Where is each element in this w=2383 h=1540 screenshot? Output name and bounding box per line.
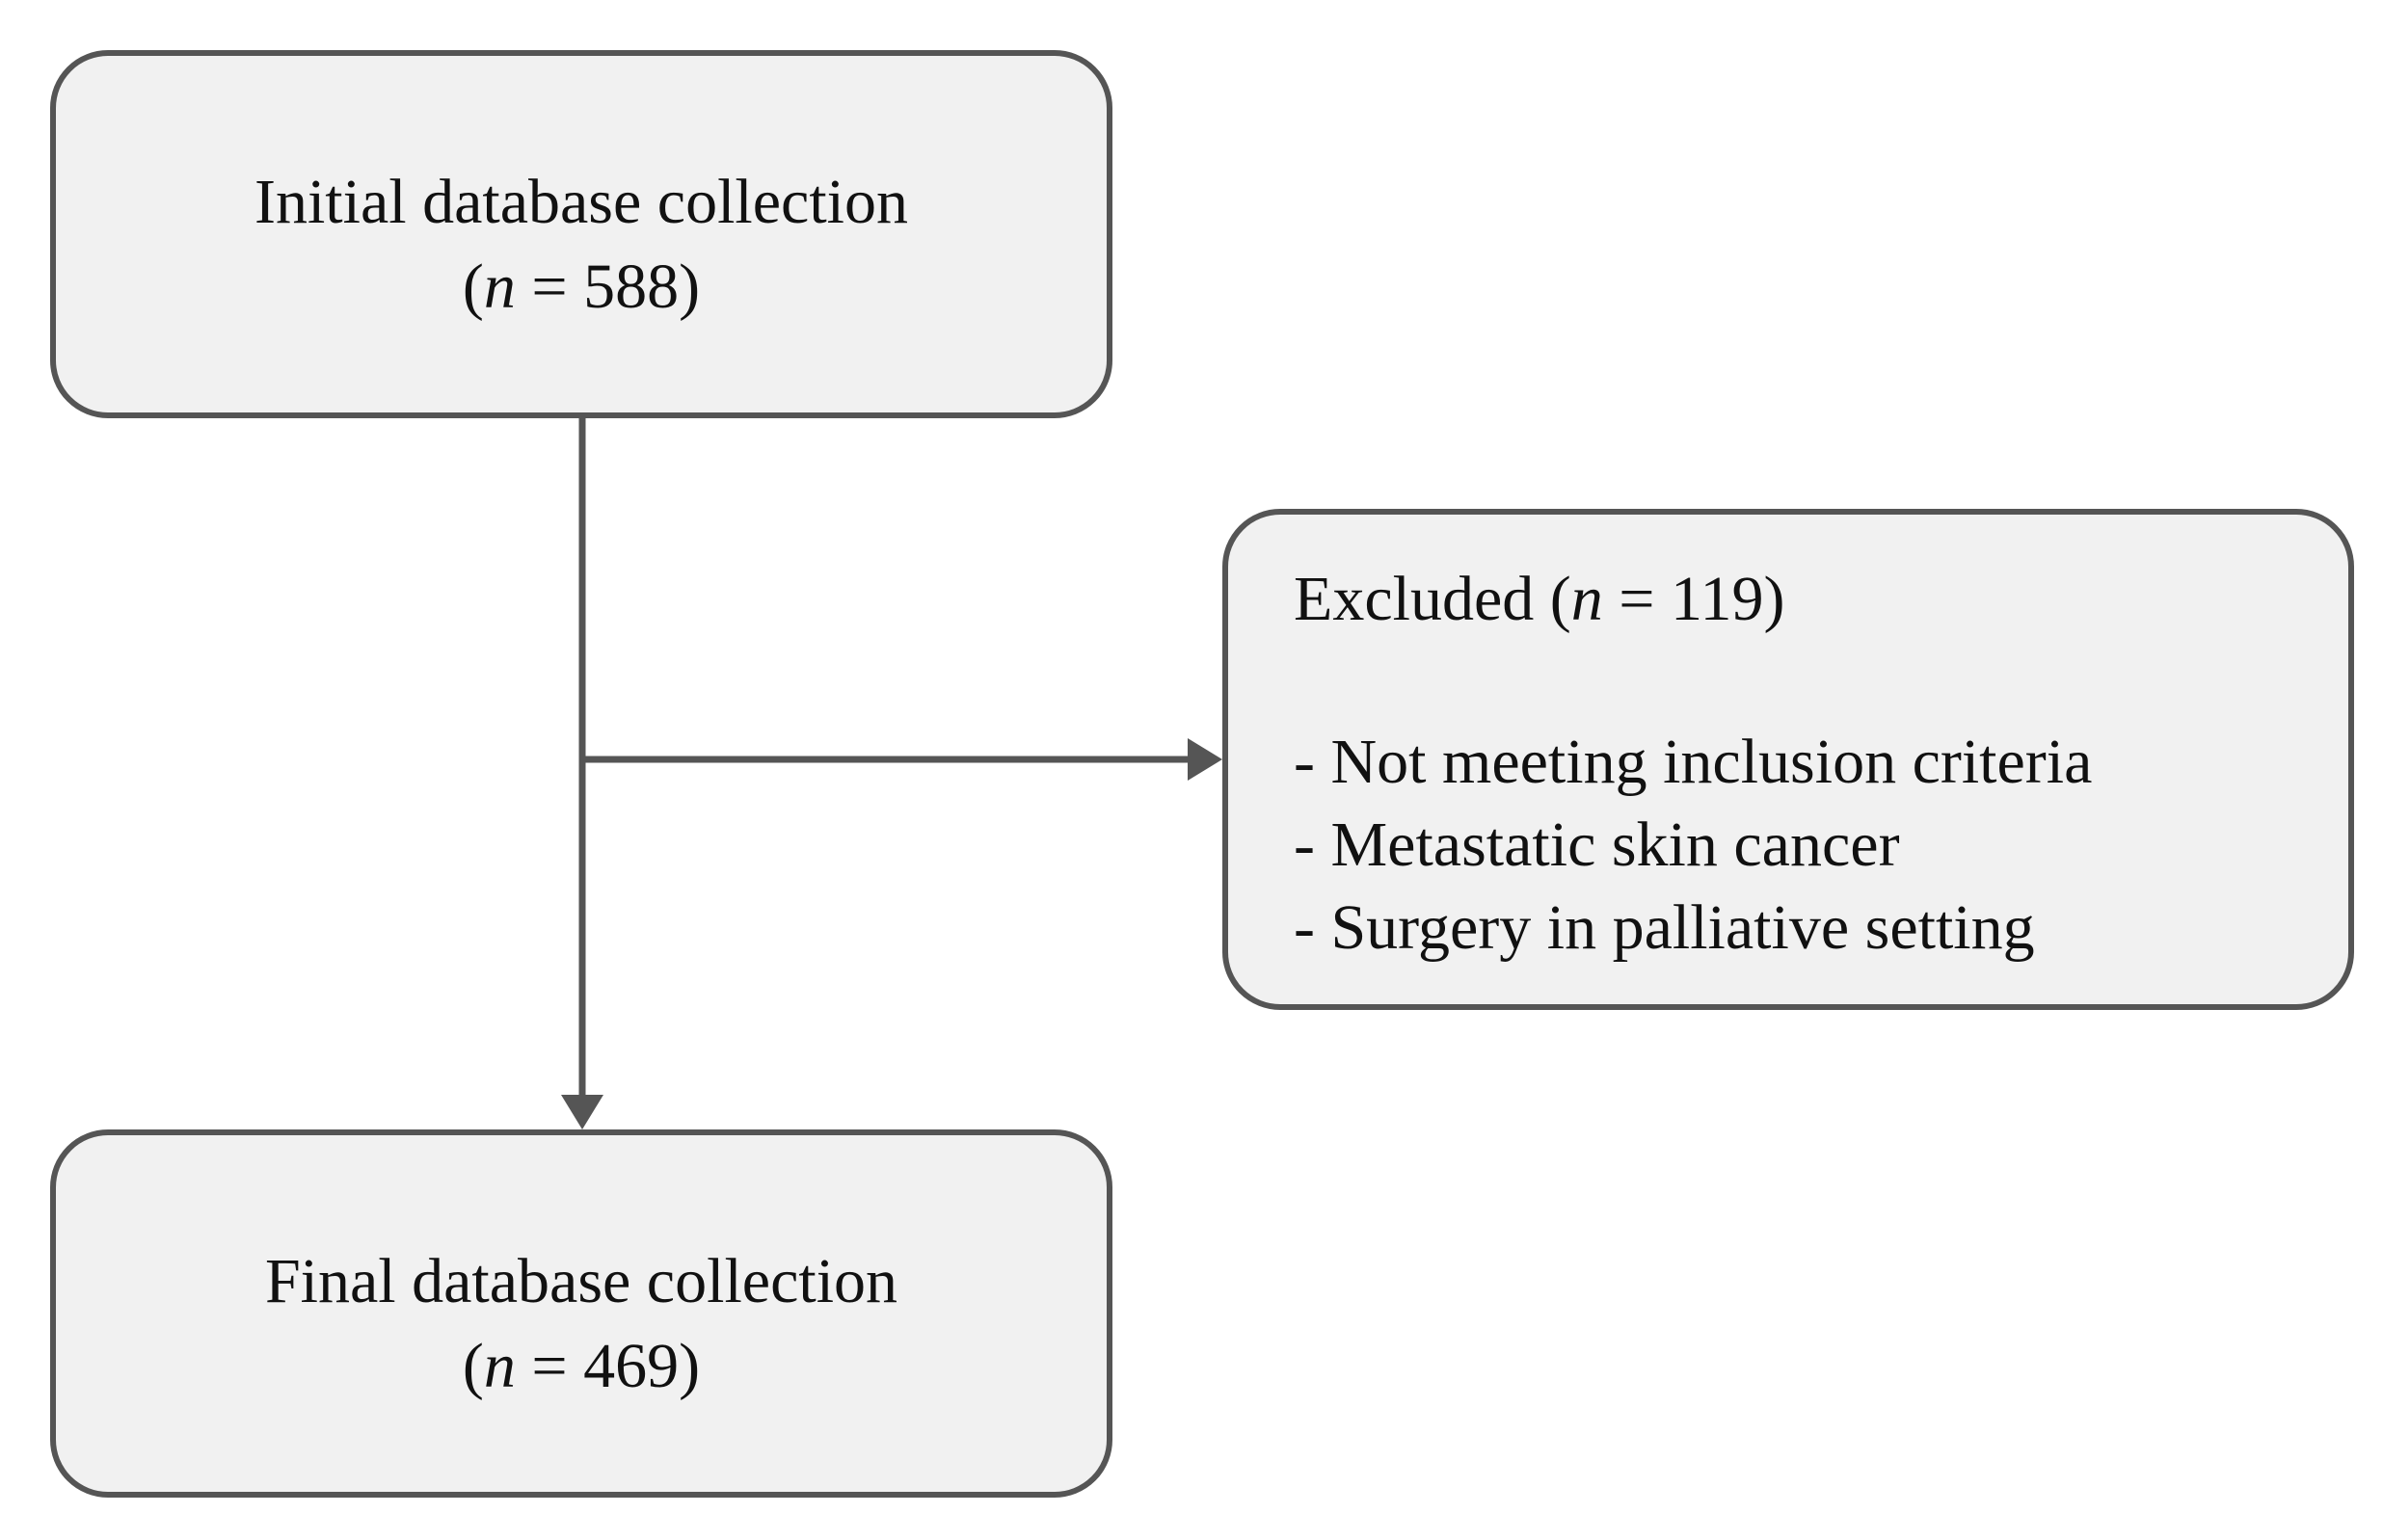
- exclusion-reasons-list: - Not meeting inclusion criteria - Metas…: [1294, 721, 2092, 969]
- final-collection-count: (n = 469): [462, 1331, 701, 1401]
- exclusion-reason: - Not meeting inclusion criteria: [1294, 727, 2093, 797]
- excluded-box: Excluded (n = 119) - Not meeting inclusi…: [1222, 509, 2354, 1010]
- exclusion-reason: - Metastatic skin cancer: [1294, 810, 1900, 880]
- excluded-heading: Excluded (n = 119): [1294, 564, 1785, 634]
- initial-collection-text: Initial database collection (n = 588): [56, 160, 1107, 330]
- initial-collection-count: (n = 588): [462, 252, 701, 322]
- final-collection-box: Final database collection (n = 469): [50, 1129, 1112, 1498]
- exclusion-reason: - Surgery in palliative setting: [1294, 892, 2035, 963]
- arrow-down-head: [561, 1095, 603, 1129]
- excluded-text: Excluded (n = 119) - Not meeting inclusi…: [1294, 557, 2092, 969]
- arrow-right-head: [1188, 738, 1222, 781]
- initial-collection-box: Initial database collection (n = 588): [50, 50, 1112, 418]
- initial-collection-label: Initial database collection: [254, 167, 909, 237]
- final-collection-label: Final database collection: [264, 1246, 898, 1316]
- final-collection-text: Final database collection (n = 469): [56, 1239, 1107, 1409]
